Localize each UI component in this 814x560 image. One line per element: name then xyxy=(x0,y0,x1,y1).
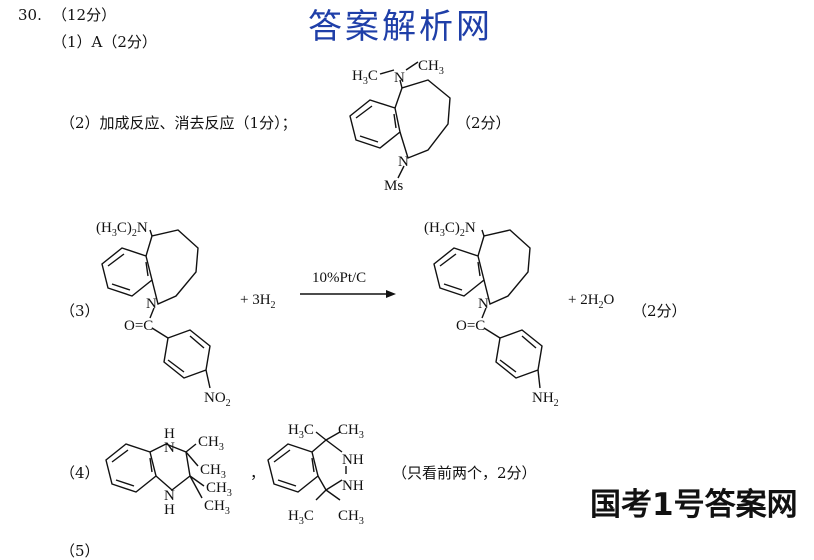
question-points: （12分） xyxy=(52,6,117,24)
part2-points: （2分） xyxy=(456,114,511,132)
watermark-bottom: 国考1号答案网 xyxy=(590,487,798,523)
part2-answer: （2）加成反应、消去反应（1分）； xyxy=(60,114,297,132)
part4b-nh-2: NH xyxy=(342,478,364,494)
part2-n-ring: N xyxy=(398,154,409,170)
part4-label: （4） xyxy=(60,464,100,482)
part4b-nh-1: NH xyxy=(342,452,364,468)
part3-reactant-nme2: (H3C)2N xyxy=(96,220,148,239)
part4a-n-top: N xyxy=(164,440,175,456)
part4a-h-bot: H xyxy=(164,502,175,518)
watermark-top: 答案解析网 xyxy=(308,7,493,47)
part4b-ch3-bot: CH3 xyxy=(338,508,364,527)
part3-catalyst: 10%Pt/C xyxy=(312,270,366,286)
question-number: 30. xyxy=(18,6,42,24)
part3-reactant-n-ring: N xyxy=(146,296,157,312)
part1-answer: （1）A（2分） xyxy=(52,33,157,51)
part3-points: （2分） xyxy=(632,302,687,320)
part2-ms: Ms xyxy=(384,178,403,194)
part4a-ch3-2: CH3 xyxy=(200,462,226,481)
part2-molecule xyxy=(349,61,451,179)
reaction-arrowhead xyxy=(386,290,396,298)
part3-product-n-ring: N xyxy=(478,296,489,312)
part4a-ch3-4: CH3 xyxy=(204,498,230,517)
part3-reactant xyxy=(101,229,211,389)
part3-reactant-no2: NO2 xyxy=(204,390,231,409)
part2-n-methyl: N xyxy=(394,70,405,86)
part3-product-carbonyl: O=C xyxy=(456,318,485,334)
part4-molecule-b xyxy=(267,431,347,501)
part4-comma: ， xyxy=(250,466,265,482)
part2-ch3: CH3 xyxy=(418,58,444,77)
part4a-h-top: H xyxy=(164,426,175,442)
part3-reactant-carbonyl: O=C xyxy=(124,318,153,334)
part3-product-nh2: NH2 xyxy=(532,390,559,409)
part2-h3c: H3C xyxy=(352,68,378,87)
part4-note: （只看前两个，2分） xyxy=(392,464,537,482)
part4a-ch3-3: CH3 xyxy=(206,480,232,499)
part4a-ch3-1: CH3 xyxy=(198,434,224,453)
part3-plus-water: + 2H2O xyxy=(568,292,615,311)
part4-molecule-a xyxy=(105,443,205,499)
part4b-h3c-top: H3C xyxy=(288,422,314,441)
part4a-n-bot: N xyxy=(164,488,175,504)
part3-label: （3） xyxy=(60,302,100,320)
part3-product-nme2: (H3C)2N xyxy=(424,220,476,239)
part3-product xyxy=(433,229,543,389)
part4b-ch3-top: CH3 xyxy=(338,422,364,441)
part3-plus-h2: + 3H2 xyxy=(240,292,276,311)
part4b-h3c-bot: H3C xyxy=(288,508,314,527)
